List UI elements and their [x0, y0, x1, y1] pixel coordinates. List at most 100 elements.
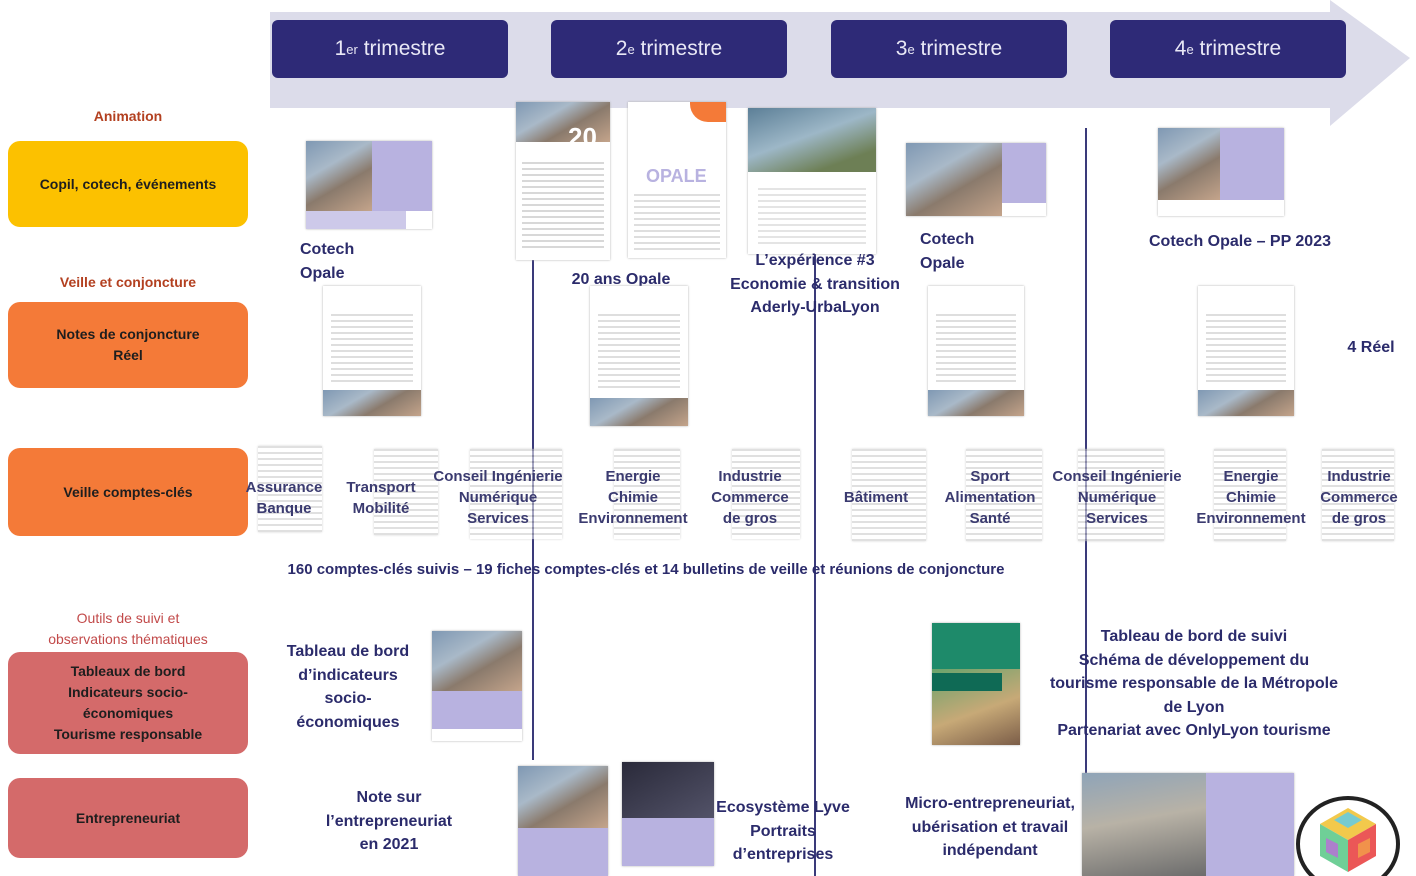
micro-line2: ubérisation et travail: [911, 818, 1069, 836]
section-outils-line1: Outils de suivi et: [76, 610, 180, 626]
veille-label-line: Chimie: [1225, 489, 1276, 506]
experience-line3: Aderly-UrbaLyon: [750, 299, 880, 316]
micro-entrepreneuriat-thumbnail: [1082, 773, 1294, 876]
note-line1: Note sur: [356, 789, 422, 806]
note-conjoncture-q1-thumbnail: [323, 286, 421, 416]
veille-doc-conseil-q4: [1078, 449, 1164, 541]
quarter-number: 2: [615, 37, 628, 60]
tableau-bord-thumbnail: [432, 631, 522, 741]
category-tableaux-line4: Tourisme responsable: [53, 726, 203, 742]
cotech-q4-thumbnail: [1158, 128, 1284, 216]
cotech-q3-line1: Cotech: [920, 231, 975, 248]
veille-label-line: Environnement: [1196, 510, 1306, 527]
tableau-line4: économiques: [296, 713, 400, 731]
cotech-q3-label: Cotech Opale: [920, 228, 1000, 275]
cotech-q1-thumbnail: [306, 141, 432, 229]
category-tableaux-line2: Indicateurs socio-: [68, 684, 188, 700]
lyve-line3: d’entreprises: [732, 846, 834, 863]
veille-label-line: Bâtiment: [843, 489, 909, 506]
tourisme-line5: Partenariat avec OnlyLyon tourisme: [1057, 722, 1331, 739]
quarter-label: trimestre: [363, 37, 446, 60]
category-notes-line1: Notes de conjoncture: [56, 326, 200, 342]
veille-label-line: Chimie: [607, 489, 658, 506]
veille-label-line: Numérique: [458, 489, 538, 506]
tourisme-cover-thumbnail: [932, 623, 1020, 745]
veille-doc-energie-q4: [1214, 449, 1286, 541]
veille-label-line: Energie: [605, 468, 661, 485]
lyve-line2: Portraits: [750, 822, 816, 840]
veille-doc-industrie-q4: [1322, 449, 1394, 541]
lyve-thumbnail: [622, 762, 714, 866]
category-tableaux-de-bord: Tableaux de bord Indicateurs socio- écon…: [8, 652, 248, 754]
veille-label-conseil-q4: Conseil Ingénierie Numérique Services: [1048, 466, 1186, 529]
tourisme-line3: tourisme responsable de la Métropole: [1049, 675, 1339, 692]
tableau-line1: Tableau de bord: [286, 643, 410, 660]
veille-label-line: Banque: [256, 500, 312, 517]
veille-label-line: Sport: [970, 468, 1010, 485]
veille-label-line: Santé: [969, 510, 1011, 527]
separator-line-q2: [814, 250, 816, 876]
quarter-label: trimestre: [640, 37, 723, 60]
note-entrepreneuriat-label: Note sur l’entrepreneuriat en 2021: [304, 786, 474, 857]
cotech-q1-line1: Cotech: [300, 241, 355, 258]
opale-poster-thumbnail: OPALE: [628, 102, 726, 258]
anniversary-poster-thumbnail: 20: [516, 102, 610, 260]
tourisme-line4: de Lyon: [1163, 698, 1225, 716]
veille-doc-conseil-q2: [470, 449, 562, 539]
veille-label-line: de gros: [722, 510, 778, 527]
quarter-number: 1: [334, 37, 347, 60]
category-entrepreneuriat: Entrepreneuriat: [8, 778, 248, 858]
veille-label-line: Commerce: [1320, 489, 1398, 506]
tableau-bord-label: Tableau de bord d’indicateurs socio- éco…: [270, 640, 426, 734]
comptes-cles-summary: 160 comptes-clés suivis – 19 fiches comp…: [287, 561, 1005, 578]
veille-label-sport: Sport Alimentation Santé: [936, 466, 1044, 529]
quarter-sup: e: [907, 41, 915, 57]
veille-label-line: Energie: [1223, 468, 1279, 485]
quarter-label: trimestre: [920, 37, 1003, 60]
veille-label-line: de gros: [1331, 510, 1387, 527]
veille-label-line: Services: [467, 510, 529, 527]
experience-line1: L’expérience #3: [755, 252, 875, 269]
opale-poster-title: OPALE: [646, 166, 707, 186]
veille-label-line: Conseil Ingénierie: [433, 468, 563, 485]
tourisme-label: Tableau de bord de suivi Schéma de dével…: [1034, 625, 1354, 743]
veille-label-line: Industrie: [718, 468, 782, 485]
note-conjoncture-q2-thumbnail: [590, 286, 688, 426]
note-line3: en 2021: [359, 836, 419, 853]
section-outils-line2: observations thématiques: [48, 631, 208, 647]
veille-label-conseil-q2: Conseil Ingénierie Numérique Services: [428, 466, 568, 529]
quarter-sup: e: [1186, 41, 1194, 57]
veille-label-line: Assurance: [245, 479, 323, 496]
section-outils: Outils de suivi et observations thématiq…: [8, 608, 248, 650]
veille-label-line: Numérique: [1077, 489, 1157, 506]
lyve-line1: Ecosystème Lyve: [716, 799, 850, 816]
veille-label-industrie-q4: Industrie Commerce de gros: [1312, 466, 1406, 529]
anniversary-label: 20 ans Opale: [571, 271, 671, 288]
tourisme-line1: Tableau de bord de suivi: [1100, 628, 1288, 645]
cotech-q3-thumbnail: [906, 143, 1046, 216]
category-copil: Copil, cotech, événements: [8, 141, 248, 227]
veille-label-line: Conseil Ingénierie: [1052, 468, 1182, 485]
veille-doc-industrie-q2: [732, 449, 800, 539]
experience-label: L’expérience #3 Economie & transition Ad…: [716, 249, 914, 320]
micro-entrepreneuriat-label: Micro-entrepreneuriat, ubérisation et tr…: [890, 792, 1090, 863]
cotech-q3-line2: Opale: [920, 254, 965, 272]
note-line2: l’entrepreneuriat: [325, 812, 453, 830]
opale-cube-logo: [1296, 796, 1400, 876]
tableau-line2: d’indicateurs: [298, 666, 398, 684]
veille-label-line: Alimentation: [944, 489, 1036, 506]
veille-label-energie-q4: Energie Chimie Environnement: [1190, 466, 1312, 529]
quarter-label: trimestre: [1199, 37, 1282, 60]
cotech-q1-label: Cotech Opale: [300, 238, 380, 285]
veille-doc-batiment: [852, 449, 926, 541]
experience-poster-thumbnail: [748, 108, 876, 254]
anniversary-20-text: 20: [568, 122, 597, 152]
reel-4-label: 4 Réel: [1347, 339, 1395, 356]
veille-doc-sport: [966, 449, 1042, 541]
quarter-number: 4: [1174, 37, 1187, 60]
tableau-line3: socio-: [324, 690, 372, 707]
veille-doc-energie-q2: [614, 449, 680, 539]
